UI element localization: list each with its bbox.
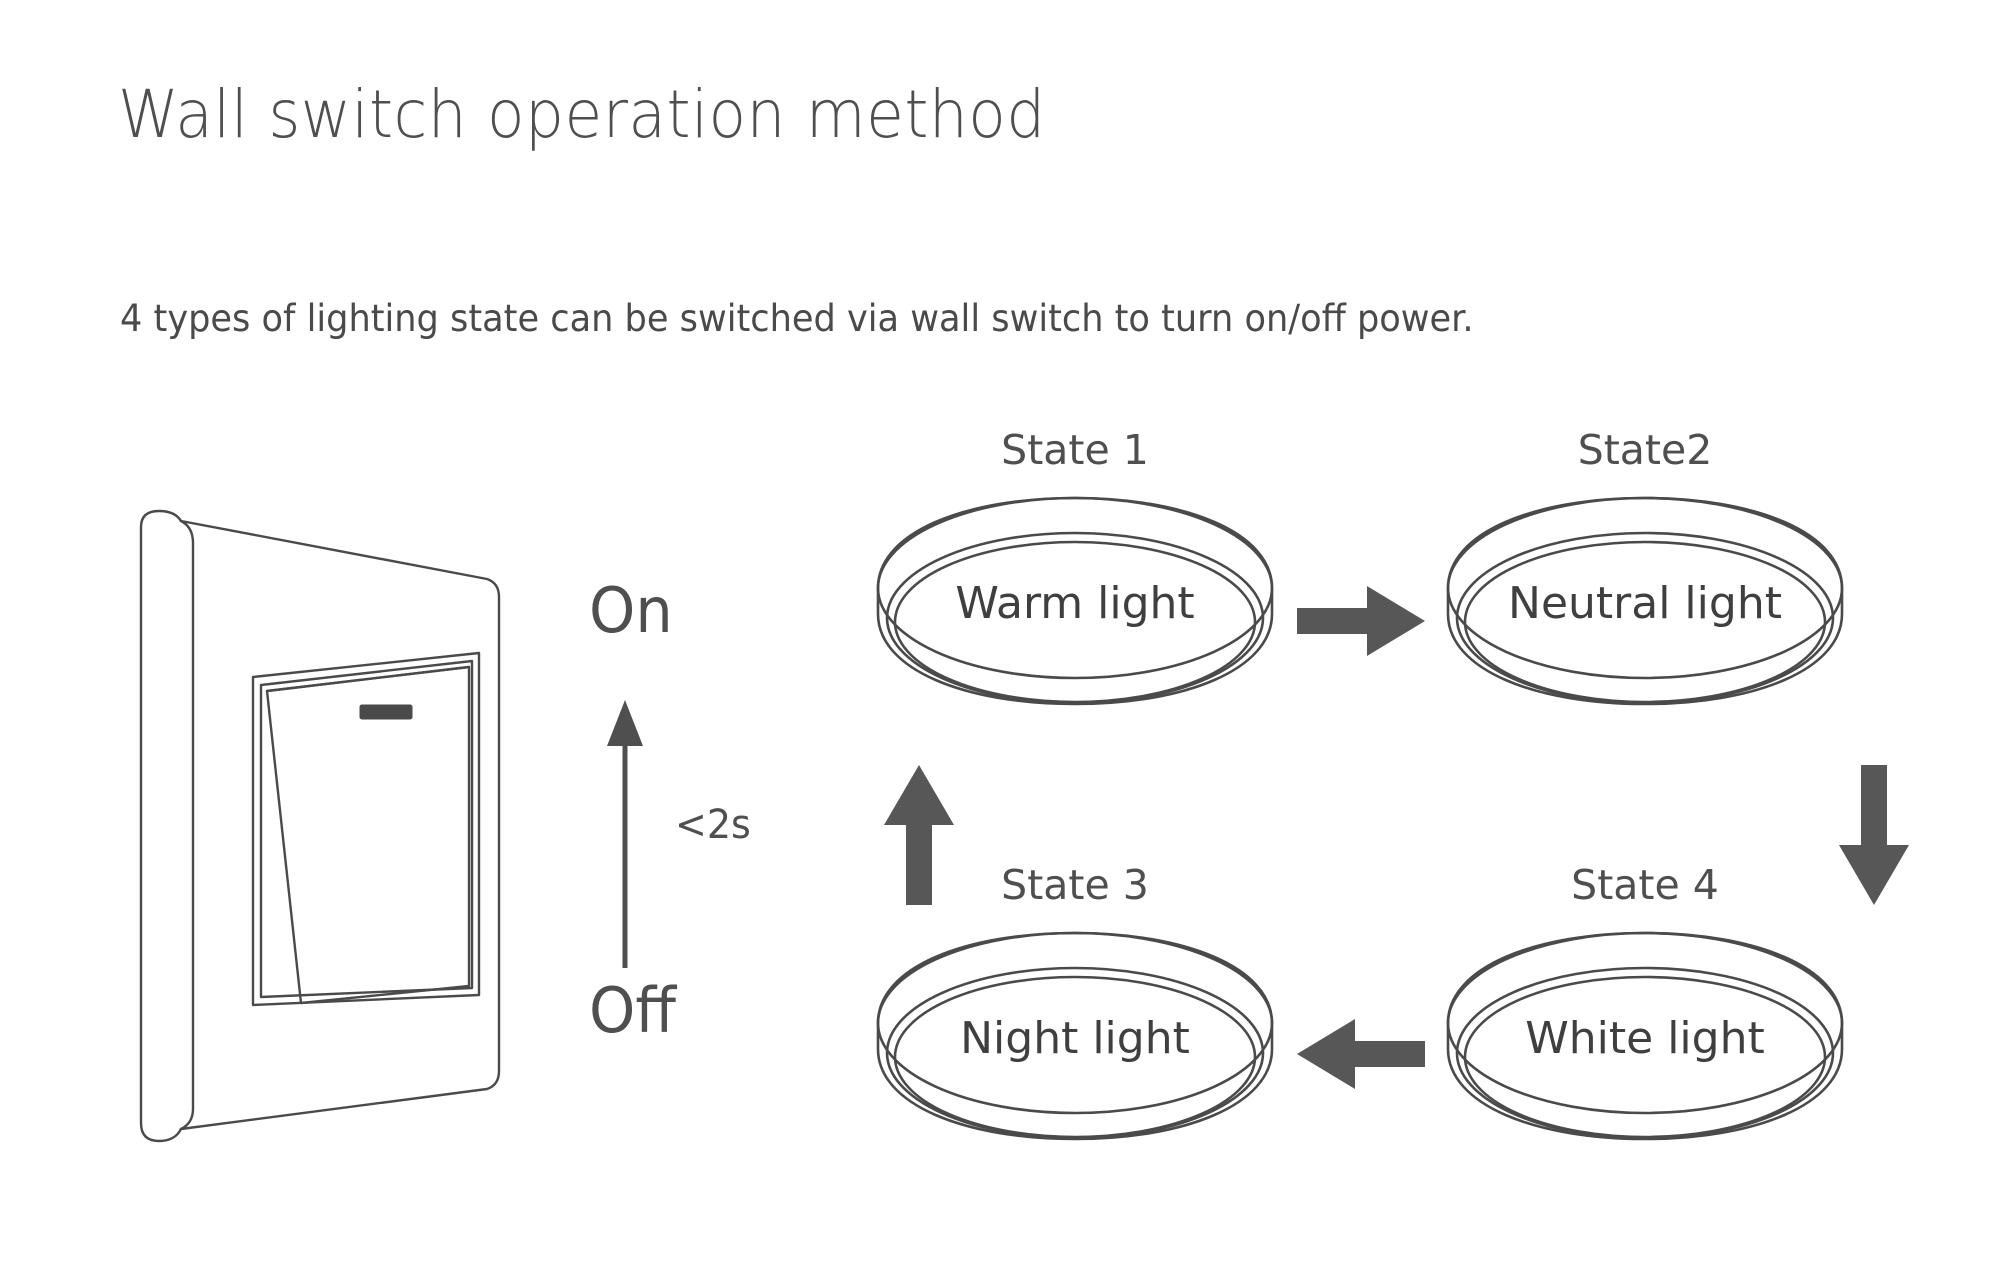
arrow-down-svg xyxy=(1839,765,1909,905)
wall-switch-illustration xyxy=(95,505,555,1145)
state-cell-4: State 4 White light xyxy=(1430,865,1860,1205)
lamp-label-2: Neutral light xyxy=(1508,578,1782,629)
lamp-svg-3 xyxy=(876,931,1274,1141)
arrow-up-svg xyxy=(884,765,954,905)
lamp-svg-4 xyxy=(1446,931,1844,1141)
thin-up-arrow-icon xyxy=(595,698,655,968)
arrow-left-svg xyxy=(1297,1019,1425,1089)
page-title: Wall switch operation method xyxy=(118,76,1046,153)
ceiling-lamp-icon-3 xyxy=(860,927,1290,1187)
switch-faceplate-outline xyxy=(139,509,501,1143)
lamp-svg-2 xyxy=(1446,496,1844,706)
arrow-up-state3-to-state1-icon xyxy=(880,765,958,905)
page-subtitle: 4 types of lighting state can be switche… xyxy=(120,297,1474,340)
ceiling-lamp-icon-1 xyxy=(860,492,1290,752)
up-arrow-svg xyxy=(607,700,643,968)
state-cell-3: State 3 Night light xyxy=(860,865,1290,1205)
wall-switch-icon xyxy=(139,509,501,1143)
state-title-3: State 3 xyxy=(1001,861,1149,909)
switch-rocker-bezel-outer xyxy=(251,651,481,1007)
switch-rocker-hinge-line xyxy=(265,665,471,693)
lamp-label-3: Night light xyxy=(960,1013,1190,1064)
switch-left-edge xyxy=(179,519,195,1131)
state-title-1: State 1 xyxy=(1001,426,1149,474)
lamp-label-4: White light xyxy=(1525,1013,1765,1064)
state-title-2: State2 xyxy=(1577,426,1713,474)
lighting-states-cycle: State 1 Warm light State2 xyxy=(860,430,1970,1220)
label-press-duration: <2s xyxy=(675,802,751,848)
ceiling-lamp-icon-4 xyxy=(1430,927,1860,1187)
lamp-label-1: Warm light xyxy=(955,578,1195,629)
arrow-right-state1-to-state2-icon xyxy=(1297,582,1425,660)
state-title-4: State 4 xyxy=(1571,861,1719,909)
switch-rocker-bezel-inner xyxy=(259,659,474,999)
ceiling-lamp-icon-2 xyxy=(1430,492,1860,752)
label-on: On xyxy=(589,574,673,647)
led-indicator-icon xyxy=(359,704,413,720)
arrow-left-state4-to-state3-icon xyxy=(1297,1015,1425,1093)
state-cell-2: State2 Neutral light xyxy=(1430,430,1860,770)
switch-state-legend: On <2s Off xyxy=(575,580,805,1080)
arrow-down-state2-to-state4-icon xyxy=(1835,765,1913,905)
lamp-svg-1 xyxy=(876,496,1274,706)
arrow-right-svg xyxy=(1297,586,1425,656)
state-cell-1: State 1 Warm light xyxy=(860,430,1290,770)
label-off: Off xyxy=(589,974,676,1047)
